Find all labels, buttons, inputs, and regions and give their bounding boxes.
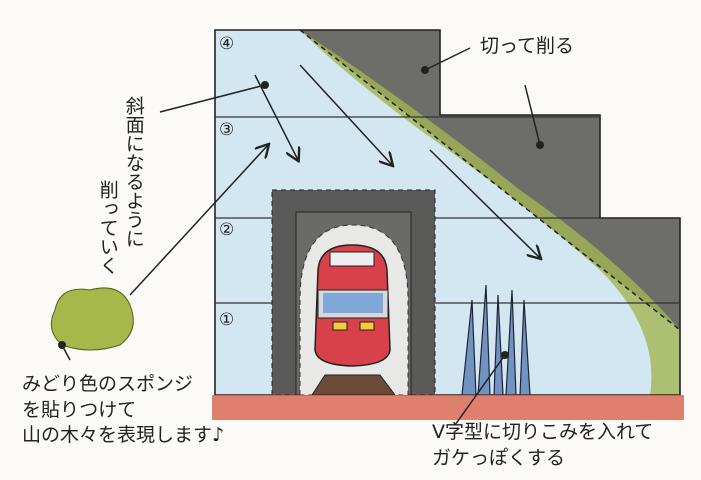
cliff-cuts [461,284,531,396]
sponge-note-line: 山の木々を表現します♪ [22,424,225,447]
leader-line [524,84,541,146]
layer-number-2: ② [219,220,235,240]
cliff-note-line: ガケっぽくする [432,446,566,469]
layer-number-3: ③ [219,120,235,140]
layer-number-1: ① [219,310,235,330]
leader-line [159,84,266,113]
tunnel-portal-outline [271,189,436,396]
ground [212,395,684,420]
cut-label: 切って削る [480,35,575,57]
cliff-note-line: V字型に切りこみを入れて [432,421,654,443]
arrow [429,149,540,258]
layer-number-4: ④ [219,34,235,54]
cliff-note: V字型に切りこみを入れて ガケっぽくする [432,420,653,471]
arrow [299,64,392,165]
leader-dots [58,66,544,359]
arrow [254,74,298,160]
sponge [50,287,134,351]
sponge-note-line: を貼りつけて [22,398,137,421]
sponge-note: みどり色のスポンジ を貼りつけて 山の木々を表現します♪ [22,372,224,449]
slope-note-line1: 斜面になるように [122,96,145,248]
sponge-note-line: みどり色のスポンジ [22,373,194,395]
train [311,244,396,396]
leader-line [454,354,506,426]
leader-line [424,47,471,71]
arrow [129,145,268,296]
slope-note-line2: 削っていく [96,180,119,275]
